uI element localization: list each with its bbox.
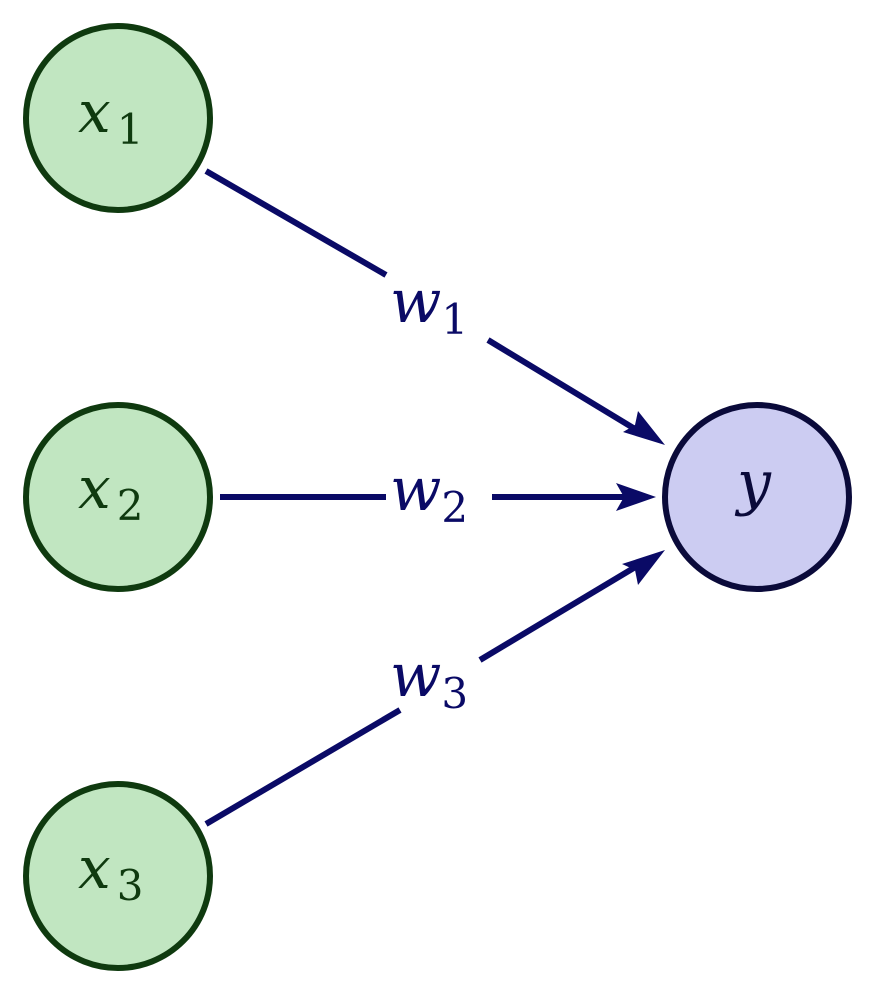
weight-label-w2: w2 — [390, 455, 468, 532]
edge-line — [486, 337, 642, 435]
node-label: y — [734, 448, 772, 518]
edge-x1-y — [204, 168, 665, 445]
weight-label-w1: w1 — [390, 267, 468, 344]
edges — [204, 168, 665, 827]
arrowhead-icon — [623, 411, 665, 445]
edge-line — [204, 707, 402, 827]
edge-labels: w1 w2 w3 — [390, 267, 468, 718]
weight-label-w3: w3 — [390, 641, 468, 718]
edge-line — [204, 168, 388, 278]
arrowhead-icon — [616, 483, 656, 511]
output-node-y: y — [662, 402, 852, 592]
edge-x2-y — [220, 483, 656, 511]
edge-x3-y — [204, 550, 665, 827]
edge-line — [478, 560, 644, 663]
arrowhead-icon — [622, 550, 665, 585]
